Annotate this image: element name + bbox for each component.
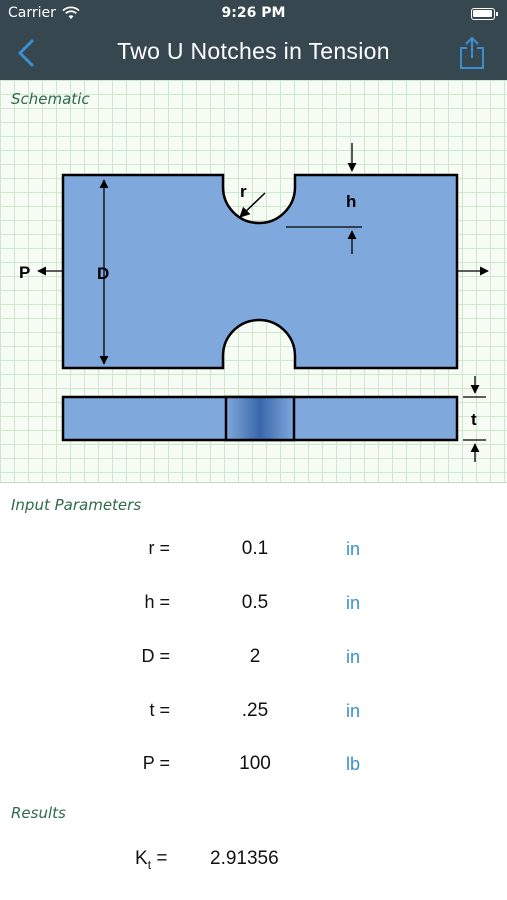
schematic-diagram: D r h P t: [19, 143, 489, 462]
status-bar: Carrier 9:26 PM: [0, 0, 507, 28]
r-unit-button[interactable]: in: [346, 539, 361, 559]
t-unit-button[interactable]: in: [346, 701, 361, 721]
t-input[interactable]: .25: [241, 700, 269, 721]
notch-section: [224, 395, 296, 442]
P-unit-button[interactable]: lb: [346, 754, 361, 774]
navigation-bar: Two U Notches in Tension: [0, 28, 507, 80]
plate-front-view: [61, 173, 459, 370]
kt-value: 2.91356: [210, 848, 279, 869]
param-label: h =: [144, 592, 170, 612]
schematic-panel: Schematic D r h P: [0, 80, 507, 483]
label-P: P: [19, 263, 30, 282]
results-section-label: Results: [11, 804, 66, 822]
wifi-icon: [62, 6, 80, 19]
label-t: t: [471, 410, 477, 429]
schematic-section-label: Schematic: [11, 90, 90, 108]
battery-icon: [471, 8, 498, 20]
P-input[interactable]: 100: [239, 753, 271, 774]
label-D: D: [97, 264, 109, 283]
page-title: Two U Notches in Tension: [117, 38, 390, 64]
param-row-P: P = 100 lb: [0, 745, 507, 785]
label-r: r: [240, 182, 247, 201]
D-unit-button[interactable]: in: [346, 647, 361, 667]
h-input[interactable]: 0.5: [241, 592, 269, 613]
status-time: 9:26 PM: [221, 5, 286, 21]
h-unit-button[interactable]: in: [346, 593, 361, 613]
result-row-kt: Kt = 2.91356: [0, 840, 507, 880]
param-label: r =: [148, 538, 170, 558]
param-label: D =: [141, 646, 170, 666]
r-input[interactable]: 0.1: [241, 538, 269, 559]
input-parameters-section-label: Input Parameters: [11, 496, 142, 514]
D-input[interactable]: 2: [249, 646, 261, 667]
kt-label: Kt =: [135, 848, 168, 872]
carrier-label: Carrier: [8, 5, 56, 21]
param-row-r: r = 0.1 in: [0, 530, 507, 570]
label-h: h: [346, 192, 356, 211]
chevron-left-icon[interactable]: [12, 37, 42, 69]
param-row-t: t = .25 in: [0, 692, 507, 732]
share-icon[interactable]: [457, 36, 487, 70]
param-label: P =: [142, 753, 170, 773]
param-label: t =: [149, 700, 170, 720]
param-row-h: h = 0.5 in: [0, 584, 507, 624]
param-row-D: D = 2 in: [0, 638, 507, 678]
